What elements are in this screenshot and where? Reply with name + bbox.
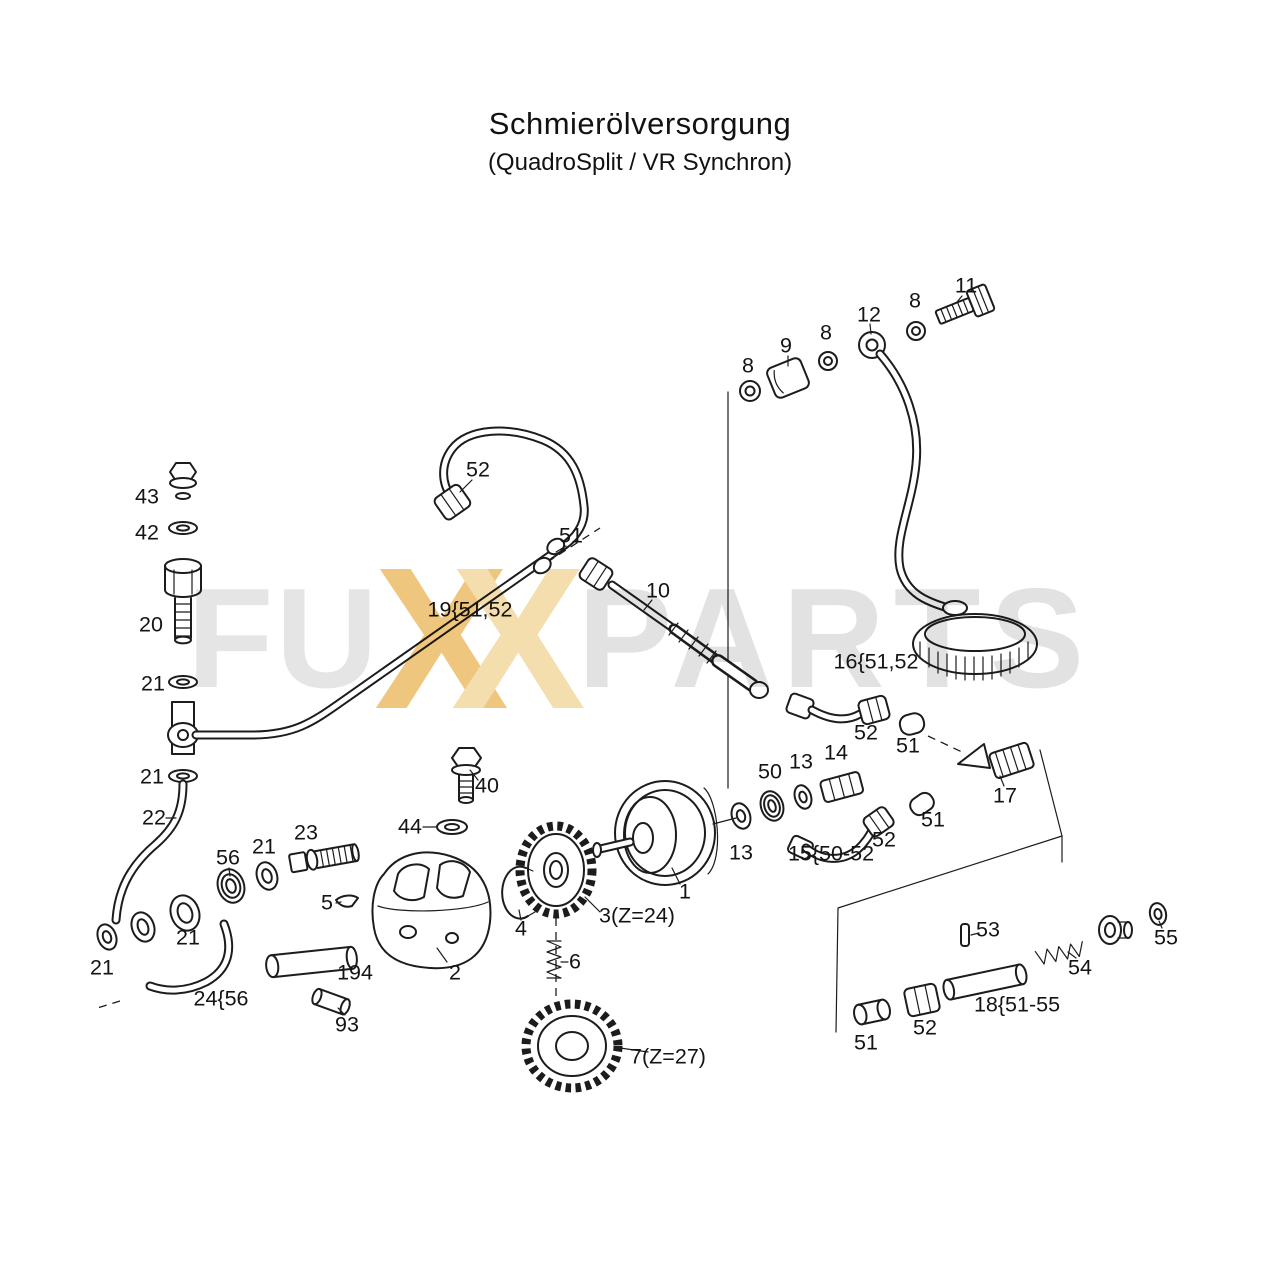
part-label-2: 2 bbox=[449, 960, 461, 985]
part-label-20: 20 bbox=[139, 612, 163, 637]
idler-gear-7 bbox=[521, 999, 623, 1093]
relief-valve-assembly-18 bbox=[853, 902, 1168, 1026]
part-label-21: 21 bbox=[252, 834, 276, 859]
part-label-52: 52 bbox=[854, 720, 878, 745]
part-label-54: 54 bbox=[1068, 955, 1092, 980]
part-label-13: 13 bbox=[729, 840, 753, 865]
part-label-52: 52 bbox=[913, 1015, 937, 1040]
part-label-194: 194 bbox=[337, 960, 373, 985]
part-label-51: 51 bbox=[559, 523, 583, 548]
part-label-51: 51 bbox=[921, 807, 945, 832]
part-label-9: 9 bbox=[780, 333, 792, 358]
left-fitting-stack bbox=[111, 462, 202, 925]
part-label-42: 42 bbox=[135, 520, 159, 545]
part-label-18-51-55: 18{51-55 bbox=[973, 992, 1061, 1017]
tee-fitting-17 bbox=[957, 741, 1035, 779]
part-label-52: 52 bbox=[872, 827, 896, 852]
part-label-5: 5 bbox=[321, 890, 333, 915]
part-label-52: 52 bbox=[466, 457, 490, 482]
part-label-17: 17 bbox=[993, 783, 1017, 808]
part-label-19-51-52: 19{51,52 bbox=[427, 597, 513, 622]
fitting-row-and-hose-15 bbox=[730, 771, 935, 863]
part-label-21: 21 bbox=[140, 764, 164, 789]
pump-housing-2 bbox=[371, 851, 492, 970]
part-label-8: 8 bbox=[909, 288, 921, 313]
part-label-1: 1 bbox=[679, 879, 691, 904]
part-label-21: 21 bbox=[141, 671, 165, 696]
union-connector-10 bbox=[578, 557, 769, 699]
part-label-6: 6 bbox=[569, 949, 581, 974]
part-label-23: 23 bbox=[294, 820, 318, 845]
part-label-12: 12 bbox=[857, 302, 881, 327]
bolt-40 bbox=[451, 747, 482, 804]
part-label-11: 11 bbox=[954, 273, 978, 298]
part-label-53: 53 bbox=[976, 917, 1000, 942]
screw-23-group bbox=[216, 843, 360, 904]
part-label-7-Z-27-: 7(Z=27) bbox=[630, 1044, 706, 1069]
part-label-16-51-52: 16{51,52 bbox=[833, 649, 919, 674]
part-label-15-50-52: 15{50-52 bbox=[787, 841, 875, 866]
part-label-21: 21 bbox=[90, 955, 114, 980]
part-label-10: 10 bbox=[646, 578, 670, 603]
title-block: Schmierölversorgung (QuadroSplit / VR Sy… bbox=[0, 106, 1280, 177]
pin-194 bbox=[265, 945, 358, 979]
part-label-51: 51 bbox=[896, 733, 920, 758]
part-label-50: 50 bbox=[758, 759, 782, 784]
bottom-left-grommets bbox=[96, 894, 234, 995]
banjo-parts-row bbox=[739, 283, 996, 402]
part-label-40: 40 bbox=[475, 773, 499, 798]
page-title: Schmierölversorgung bbox=[488, 106, 792, 141]
snap-ring-4 bbox=[501, 865, 536, 920]
key-5 bbox=[335, 894, 359, 908]
part-label-4: 4 bbox=[515, 916, 527, 941]
part-label-24-56: 24{56 bbox=[193, 986, 249, 1011]
washer-44 bbox=[436, 819, 468, 835]
spring-6 bbox=[546, 940, 562, 979]
part-label-56: 56 bbox=[216, 845, 240, 870]
leader-lines bbox=[165, 295, 1163, 1053]
part-label-13: 13 bbox=[789, 749, 813, 774]
part-label-3-Z-24-: 3(Z=24) bbox=[599, 903, 675, 928]
part-label-55: 55 bbox=[1154, 925, 1178, 950]
part-label-14: 14 bbox=[824, 740, 848, 765]
part-label-8: 8 bbox=[820, 320, 832, 345]
part-label-8: 8 bbox=[742, 353, 754, 378]
part-label-51: 51 bbox=[854, 1030, 878, 1055]
oil-pump-assembly-1 bbox=[592, 780, 737, 886]
hose-16-assembly bbox=[785, 692, 926, 736]
part-label-44: 44 bbox=[398, 814, 422, 839]
pump-gear-3 bbox=[515, 821, 597, 919]
page-subtitle: (QuadroSplit / VR Synchron) bbox=[487, 149, 793, 176]
part-label-21: 21 bbox=[176, 925, 200, 950]
part-label-43: 43 bbox=[135, 484, 159, 509]
part-label-22: 22 bbox=[142, 805, 166, 830]
oil-pipe-19 bbox=[191, 426, 589, 740]
pin-93 bbox=[311, 987, 351, 1016]
part-label-93: 93 bbox=[335, 1012, 359, 1037]
suction-pipe-and-filter bbox=[875, 349, 1038, 681]
